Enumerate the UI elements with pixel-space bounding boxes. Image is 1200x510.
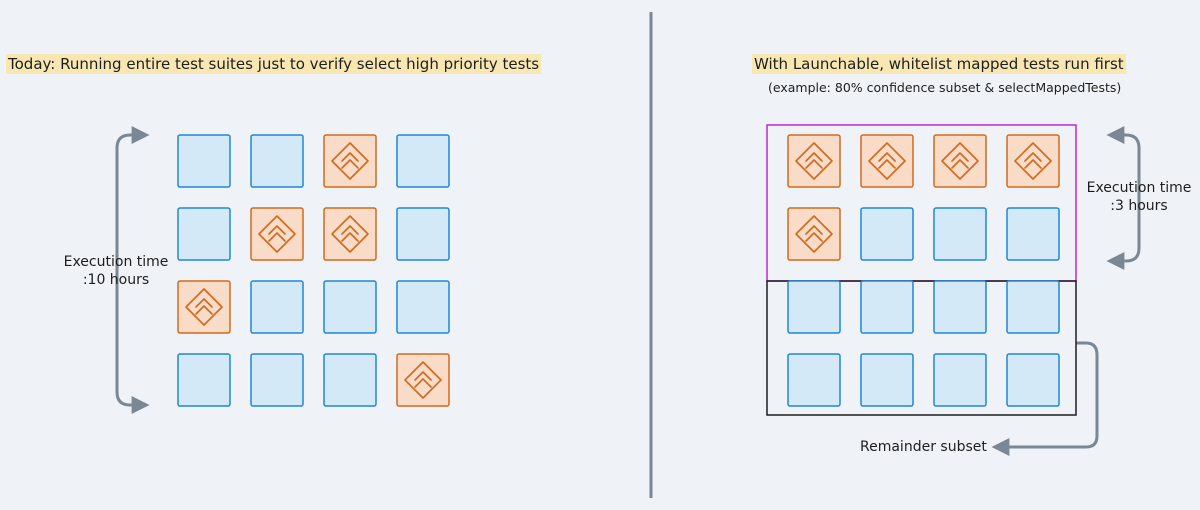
double-chevron-up-diamond-icon <box>331 215 369 253</box>
right-execution-label: Execution time :3 hours <box>1083 179 1195 215</box>
left-panel-title: Today: Running entire test suites just t… <box>6 54 542 74</box>
test-tile <box>933 280 987 334</box>
test-tile <box>860 353 914 407</box>
double-chevron-up-diamond-icon <box>1014 142 1052 180</box>
left-execution-arrow <box>115 126 150 414</box>
right-test-grid <box>787 134 1060 407</box>
right-panel-subtitle: (example: 80% confidence subset & select… <box>768 80 1122 95</box>
priority-test-tile <box>860 134 914 188</box>
right-execution-label-line1: Execution time <box>1086 180 1192 196</box>
double-chevron-up-diamond-icon <box>258 215 296 253</box>
test-tile <box>396 134 450 188</box>
test-tile <box>250 353 304 407</box>
test-tile <box>860 207 914 261</box>
remainder-subset-border <box>766 280 1077 416</box>
test-tile <box>323 353 377 407</box>
test-tile <box>396 280 450 334</box>
double-chevron-up-diamond-icon <box>404 361 442 399</box>
test-tile <box>1006 280 1060 334</box>
test-tile <box>1006 207 1060 261</box>
left-test-grid <box>177 134 450 407</box>
priority-test-tile <box>787 134 841 188</box>
test-tile <box>396 207 450 261</box>
test-tile <box>933 353 987 407</box>
priority-test-tile <box>177 280 231 334</box>
test-tile <box>860 280 914 334</box>
priority-test-tile <box>1006 134 1060 188</box>
test-tile <box>250 280 304 334</box>
test-tile <box>1006 353 1060 407</box>
double-chevron-up-diamond-icon <box>941 142 979 180</box>
left-execution-label: Execution time :10 hours <box>58 253 174 289</box>
priority-test-tile <box>933 134 987 188</box>
left-execution-label-line1: Execution time <box>63 254 169 270</box>
test-tile <box>250 134 304 188</box>
test-tile <box>787 280 841 334</box>
remainder-subset-label: Remainder subset <box>860 439 987 455</box>
priority-test-tile <box>396 353 450 407</box>
test-tile <box>787 353 841 407</box>
test-tile <box>177 207 231 261</box>
right-execution-label-line2: :3 hours <box>1110 198 1168 214</box>
priority-test-tile <box>250 207 304 261</box>
test-tile <box>323 280 377 334</box>
double-chevron-up-diamond-icon <box>795 215 833 253</box>
right-panel-title: With Launchable, whitelist mapped tests … <box>752 54 1126 74</box>
double-chevron-up-diamond-icon <box>868 142 906 180</box>
double-chevron-up-diamond-icon <box>331 142 369 180</box>
left-execution-label-line2: :10 hours <box>82 272 150 288</box>
test-tile <box>177 353 231 407</box>
priority-test-tile <box>787 207 841 261</box>
double-chevron-up-diamond-icon <box>185 288 223 326</box>
test-tile <box>177 134 231 188</box>
double-chevron-up-diamond-icon <box>795 142 833 180</box>
test-tile <box>933 207 987 261</box>
priority-test-tile <box>323 207 377 261</box>
right-execution-arrow <box>1106 126 1141 270</box>
priority-test-tile <box>323 134 377 188</box>
remainder-arrow <box>991 341 1099 456</box>
